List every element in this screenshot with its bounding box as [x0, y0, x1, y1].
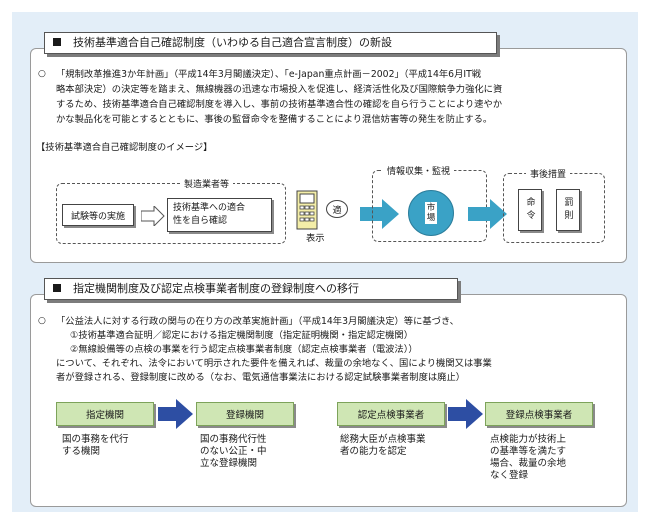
- body-line: するため、技術基準適合自己確認制度を導入し、事前の技術基準適合性の確認を自ら行う…: [56, 99, 503, 110]
- conformity-mark-icon: 適: [326, 200, 348, 218]
- right-arrow-icon: [158, 399, 193, 429]
- square-bullet-icon: [53, 284, 61, 292]
- desc-line: 国の事務を代行: [62, 434, 129, 445]
- self-check-line: 性を自ら確認: [173, 216, 228, 226]
- designated-agency-desc: 国の事務を代行 する機関: [62, 434, 129, 458]
- order-box: 命令: [518, 189, 542, 231]
- body-line: かな製品化を可能とするとともに、事後の監督命令を整備することにより混信妨害等の発…: [56, 114, 493, 125]
- desc-line: の基準等を満たす: [490, 446, 567, 457]
- section-panel-registration: [30, 294, 627, 507]
- manufacturer-label: 製造業者等: [180, 177, 234, 190]
- right-arrow-icon: [448, 399, 483, 429]
- desc-line: なく登録: [490, 470, 529, 481]
- desc-line: 点検能力が技術上: [490, 434, 567, 445]
- desc-line: 者の能力を認定: [340, 446, 407, 457]
- certified-inspector-box: 認定点検事業者: [337, 402, 445, 426]
- registered-agency-desc: 国の事務代行性 のない公正・中 立な登録機関: [200, 434, 267, 470]
- body-line: 略本部決定）の決定等を踏まえ、無線機器の迅速な市場投入を促進し、経済活性化及び国…: [56, 84, 503, 95]
- body-line: 「規制改革推進3か年計画」（平成14年3月閣議決定）、「e-Japan重点計画－…: [56, 69, 482, 80]
- right-arrow-icon: [360, 199, 399, 229]
- phone-icon: [296, 190, 318, 230]
- registered-agency-box: 登録機関: [196, 402, 294, 426]
- desc-line: のない公正・中: [200, 446, 267, 457]
- body-line: 者が登録される、登録制度に改める（なお、電気通信事業法における認定試験事業者制度…: [56, 372, 466, 383]
- certified-inspector-desc: 総務大臣が点検事業 者の能力を認定: [340, 434, 426, 458]
- registered-inspector-box: 登録点検事業者: [485, 402, 593, 426]
- square-bullet-icon: [53, 38, 61, 46]
- display-label: 表示: [306, 233, 325, 244]
- right-arrow-icon: [468, 199, 507, 229]
- post-measure-label: 事後措置: [526, 167, 571, 180]
- registered-inspector-desc: 点検能力が技術上 の基準等を満たす 場合、裁量の余地 なく登録: [490, 434, 566, 482]
- market-label: 市場: [425, 202, 437, 224]
- penalty-box: 罰則: [556, 189, 580, 231]
- desc-line: 場合、裁量の余地: [490, 458, 567, 469]
- self-check-line: 技術基準への適合: [173, 203, 246, 213]
- section-title-self-confirmation: 技術基準適合自己確認制度（いわゆる自己適合宣言制度）の新設: [44, 32, 497, 54]
- desc-line: 国の事務代行性: [200, 434, 267, 445]
- market-circle: 市場: [408, 190, 454, 236]
- right-arrow-icon: [141, 206, 165, 226]
- body-line: ①技術基準適合証明／認定における指定機関制度（指定証明機関・指定認定機関）: [70, 330, 414, 341]
- section-title-text: 指定機関制度及び認定点検事業者制度の登録制度への移行: [73, 282, 359, 295]
- test-box: 試験等の実施: [62, 204, 134, 226]
- body-line: について、それぞれ、法令において明示された要件を備えれば、裁量の余地なく、国によ…: [56, 358, 492, 369]
- body-line: ②無線設備等の点検の事業を行う認定点検事業者制度（認定点検事業者（電波法））: [70, 344, 418, 355]
- designated-agency-box: 指定機関: [56, 402, 154, 426]
- monitor-label: 情報収集・監視: [383, 164, 455, 177]
- section-title-text: 技術基準適合自己確認制度（いわゆる自己適合宣言制度）の新設: [73, 36, 392, 49]
- desc-line: 立な登録機関: [200, 458, 258, 469]
- circle-bullet: ○: [38, 69, 46, 79]
- manufacturer-group: [56, 183, 286, 244]
- desc-line: 総務大臣が点検事業: [340, 434, 426, 445]
- self-check-box: 技術基準への適合 性を自ら確認: [167, 198, 272, 232]
- desc-line: する機関: [62, 446, 101, 457]
- image-heading: 【技術基準適合自己確認制度のイメージ】: [36, 142, 213, 153]
- section-title-registration: 指定機関制度及び認定点検事業者制度の登録制度への移行: [44, 278, 458, 300]
- circle-bullet: ○: [38, 316, 46, 326]
- body-line: 「公益法人に対する行政の関与の在り方の改革実施計画」（平成14年3月閣議決定）等…: [56, 316, 459, 327]
